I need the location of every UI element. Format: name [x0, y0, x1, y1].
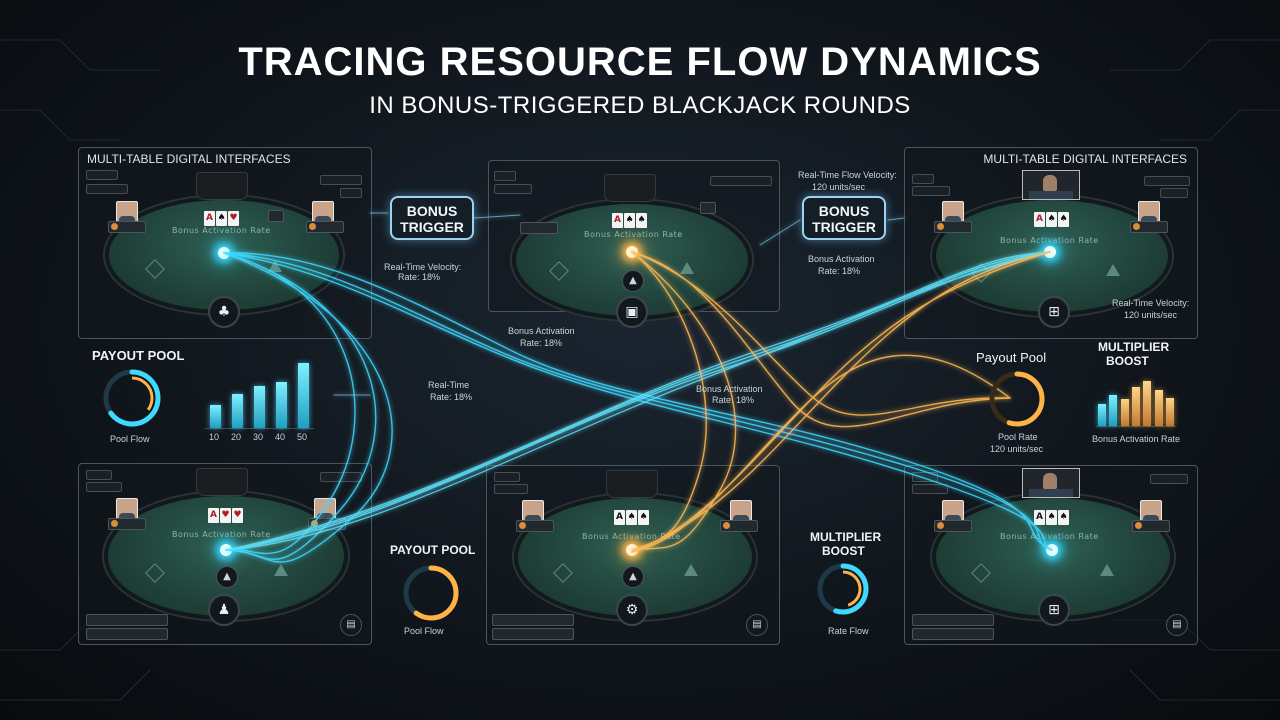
- felt-text: Bonus Activation Rate: [1000, 532, 1099, 541]
- bonus-rate-annotation-center-right: Bonus Activation: [696, 384, 763, 394]
- multiplier-right-label-2: BOOST: [1106, 354, 1149, 368]
- avatar: [1138, 201, 1160, 225]
- bar-left-3: [275, 382, 287, 428]
- bar-left-1: [231, 393, 243, 428]
- bar-left-0: [209, 405, 221, 428]
- players-icon[interactable]: ♣: [208, 296, 240, 328]
- panel-label-left: MULTI-TABLE DIGITAL INTERFACES: [87, 152, 291, 166]
- bonus-trigger-left[interactable]: BONUS TRIGGER: [390, 196, 474, 240]
- payout-pool-right-label: Payout Pool: [976, 350, 1047, 365]
- flow-rate-annotation: Real-Time: [428, 380, 470, 390]
- multiplier-bottom-caption: Rate Flow: [828, 626, 869, 636]
- felt-text: Bonus Activation Rate: [1000, 236, 1099, 245]
- velocity-annotation-right: Real-Time Velocity:: [1112, 298, 1190, 308]
- bonus-trigger-right-line1: BONUS: [818, 203, 870, 219]
- bar-chart-right: [1096, 370, 1176, 427]
- bar-left-tick-2: 30: [253, 432, 264, 442]
- bonus-trigger-right[interactable]: BONUS TRIGGER: [802, 196, 886, 240]
- payout-pool-right-gauge: [989, 371, 1045, 427]
- page-subtitle: IN BONUS-TRIGGERED BLACKJACK ROUNDS: [369, 92, 911, 119]
- payout-pool-bottom-caption: Pool Flow: [404, 626, 444, 636]
- multiplier-right-label-1: MULTIPLIER: [1098, 340, 1170, 354]
- dealer-video: [1022, 468, 1080, 498]
- panel-label-right: MULTI-TABLE DIGITAL INTERFACES: [983, 152, 1187, 166]
- bonus-trigger-left-line1: BONUS: [406, 203, 458, 219]
- velocity-annotation-right-value: 120 units/sec: [1124, 310, 1178, 320]
- felt-text: Bonus Activation Rate: [172, 530, 271, 539]
- page-title: TRACING RESOURCE FLOW DYNAMICS: [238, 40, 1042, 84]
- bar-chart-left-ticks: 10 20 30 40 50: [204, 432, 314, 444]
- chip-icon[interactable]: ▲: [216, 566, 238, 588]
- console-icon[interactable]: ▤: [746, 614, 768, 636]
- payout-pool-right-caption-value: 120 units/sec: [990, 444, 1044, 454]
- bar-chart-left: [204, 352, 314, 429]
- bonus-rate-annotation-center: Bonus Activation: [508, 326, 575, 336]
- bar-right-3: [1132, 386, 1140, 426]
- felt-text: Bonus Activation Rate: [584, 230, 683, 239]
- bonus-rate-annotation-center-right-rate: Rate: 18%: [712, 395, 755, 405]
- velocity-annotation-top-value: 120 units/sec: [812, 182, 866, 192]
- multiplier-bottom-label-1: MULTIPLIER: [810, 530, 882, 544]
- bar-left-2: [253, 386, 265, 428]
- console-icon[interactable]: ▤: [340, 614, 362, 636]
- bar-left-tick-0: 10: [209, 432, 220, 442]
- payout-pool-left-label: PAYOUT POOL: [92, 348, 185, 363]
- bonus-trigger-right-line2: TRIGGER: [812, 219, 876, 235]
- payout-pool-right-caption: Pool Rate: [998, 432, 1038, 442]
- bar-right-0: [1097, 403, 1106, 426]
- bar-left-tick-1: 20: [231, 432, 242, 442]
- velocity-annotation-mid: Real-Time Velocity:: [384, 262, 462, 272]
- dealer-video: [1022, 170, 1080, 200]
- payout-pool-left-caption: Pool Flow: [110, 434, 150, 444]
- multiplier-bottom-gauge: [817, 563, 869, 615]
- flow-rate-annotation-rate: Rate: 18%: [430, 392, 473, 402]
- velocity-annotation-mid-rate: Rate: 18%: [398, 272, 441, 282]
- bar-right-6: [1166, 398, 1175, 426]
- gear-icon[interactable]: ⚙: [616, 594, 648, 626]
- bonus-rate-annotation-top: Bonus Activation: [808, 254, 875, 264]
- avatar: [1140, 500, 1162, 524]
- player-icon[interactable]: ♟: [208, 594, 240, 626]
- payout-pool-bottom-gauge: [403, 565, 459, 621]
- felt-text: Bonus Activation Rate: [582, 532, 681, 541]
- multiplier-bottom-label-2: BOOST: [822, 544, 865, 558]
- bar-left-4: [297, 363, 309, 428]
- bar-left-tick-3: 40: [275, 432, 286, 442]
- bar-left-tick-4: 50: [297, 432, 308, 442]
- velocity-annotation-top: Real-Time Flow Velocity:: [798, 170, 897, 180]
- avatar: [942, 500, 964, 524]
- chip-icon[interactable]: ▲: [622, 270, 644, 292]
- bar-right-5: [1154, 389, 1163, 426]
- payout-pool-bottom-label: PAYOUT POOL: [390, 543, 476, 557]
- bar-right-2: [1120, 399, 1129, 426]
- controller-icon[interactable]: ⊞: [1038, 296, 1070, 328]
- bonus-rate-annotation-top-rate: Rate: 18%: [818, 266, 861, 276]
- controller-icon[interactable]: ⊞: [1038, 594, 1070, 626]
- bar-right-1: [1109, 395, 1118, 426]
- console-icon[interactable]: ▤: [1166, 614, 1188, 636]
- bonus-rate-annotation-center-rate: Rate: 18%: [520, 338, 563, 348]
- multiplier-right-caption: Bonus Activation Rate: [1092, 434, 1181, 444]
- bonus-trigger-left-line2: TRIGGER: [400, 219, 464, 235]
- chart-icon[interactable]: ▣: [616, 296, 648, 328]
- payout-pool-left-gauge: [103, 369, 161, 427]
- felt-text: Bonus Activation Rate: [172, 226, 271, 235]
- chip-icon[interactable]: ▲: [622, 566, 644, 588]
- bar-right-4: [1143, 381, 1152, 426]
